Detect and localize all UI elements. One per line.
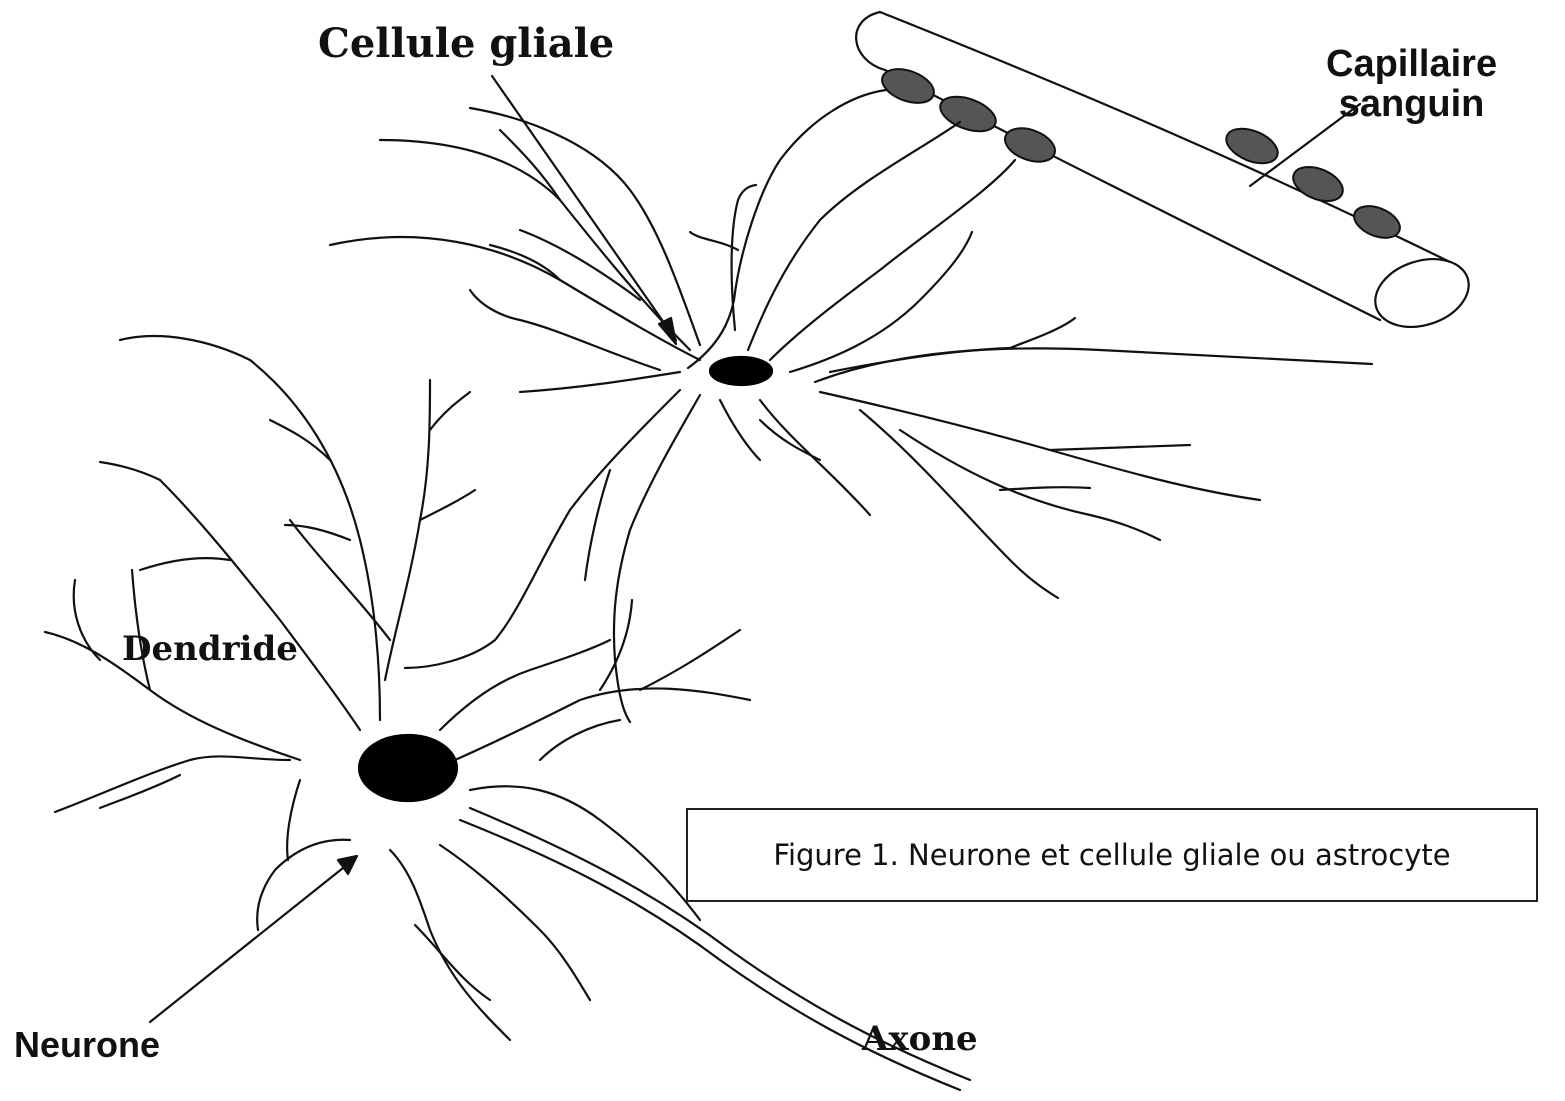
neuron [45, 336, 970, 1090]
neuron-nucleus [359, 735, 457, 801]
glial-cell-label: Cellule gliale [318, 24, 614, 64]
axon-label: Axone [862, 1022, 978, 1056]
dendrite-label: Dendride [122, 632, 298, 666]
neuron-label: Neurone [14, 1027, 160, 1063]
glial-cell-nucleus [710, 357, 772, 385]
figure-caption-box: Figure 1. Neurone et cellule gliale ou a… [686, 808, 1538, 902]
figure-caption: Figure 1. Neurone et cellule gliale ou a… [773, 838, 1450, 872]
capillary-label: Capillaire sanguin [1326, 44, 1497, 124]
neuron-arrowhead [338, 856, 357, 874]
glial-cell [330, 90, 1372, 722]
glial-cell-arrow [492, 76, 676, 340]
capillary-label-line2: sanguin [1326, 84, 1497, 124]
neuron-arrow [150, 860, 353, 1022]
capillary-label-line1: Capillaire [1326, 44, 1497, 84]
